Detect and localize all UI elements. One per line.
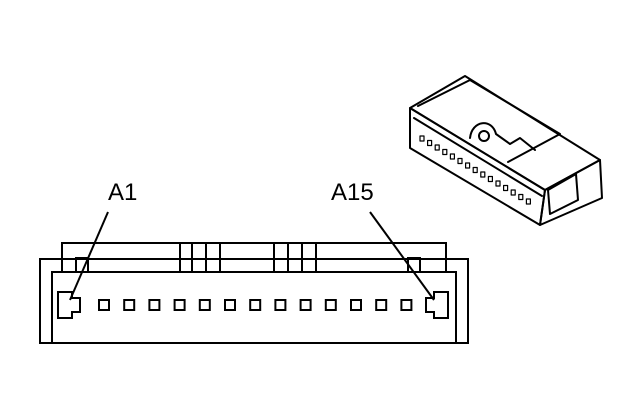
face-rib-slots-left: [191, 243, 221, 272]
leader-lines: [69, 211, 435, 301]
iso-cavity: [495, 180, 501, 187]
face-inner-wall: [51, 242, 457, 342]
face-cavity: [324, 299, 337, 311]
iso-cavity: [525, 198, 532, 205]
iso-front-lip: [413, 117, 543, 197]
face-cavity-row: [98, 299, 413, 311]
iso-cavity: [503, 184, 509, 192]
face-cavity: [249, 299, 262, 311]
leader-line-a1: [69, 211, 109, 301]
face-cavity: [274, 299, 287, 311]
connector-face-view: [39, 242, 469, 344]
face-center-rib: [179, 242, 317, 273]
pin-a15-key: [425, 291, 449, 319]
iso-cavity: [449, 153, 455, 160]
face-cavity: [375, 299, 388, 311]
face-cavity: [123, 299, 136, 311]
iso-cavity-row: [419, 135, 532, 205]
leader-line-a15: [369, 211, 435, 301]
face-cavity: [299, 299, 312, 311]
iso-cavity: [487, 175, 493, 183]
iso-cavity: [472, 166, 478, 174]
connector-isometric-view: [409, 75, 603, 226]
face-cavity: [148, 299, 161, 311]
iso-end-latch: [547, 173, 579, 215]
iso-cavity: [427, 139, 433, 147]
face-cavity: [400, 299, 413, 311]
iso-cavity: [518, 193, 524, 201]
face-right-notch: [407, 257, 421, 273]
face-rib-slots-right: [273, 243, 303, 272]
face-body-outline: [39, 258, 469, 344]
iso-end-face: [539, 159, 603, 226]
pin-a1-key: [57, 291, 81, 319]
iso-cavity: [510, 189, 516, 196]
iso-cavity: [442, 148, 448, 156]
pin-label-a15: A15: [331, 179, 374, 206]
face-cavity: [173, 299, 186, 311]
iso-lock-tab-hole: [478, 130, 490, 142]
face-cavity: [224, 299, 236, 311]
iso-cavity: [480, 171, 486, 178]
iso-cavity: [434, 144, 440, 151]
iso-cavity: [465, 162, 471, 169]
face-cavity: [350, 299, 362, 311]
pin-label-a1: A1: [108, 179, 137, 206]
face-cavity: [198, 299, 211, 311]
iso-cavity: [419, 135, 425, 142]
iso-cavity: [457, 157, 463, 165]
face-cavity: [98, 299, 110, 311]
iso-lock-tab: [469, 122, 536, 151]
